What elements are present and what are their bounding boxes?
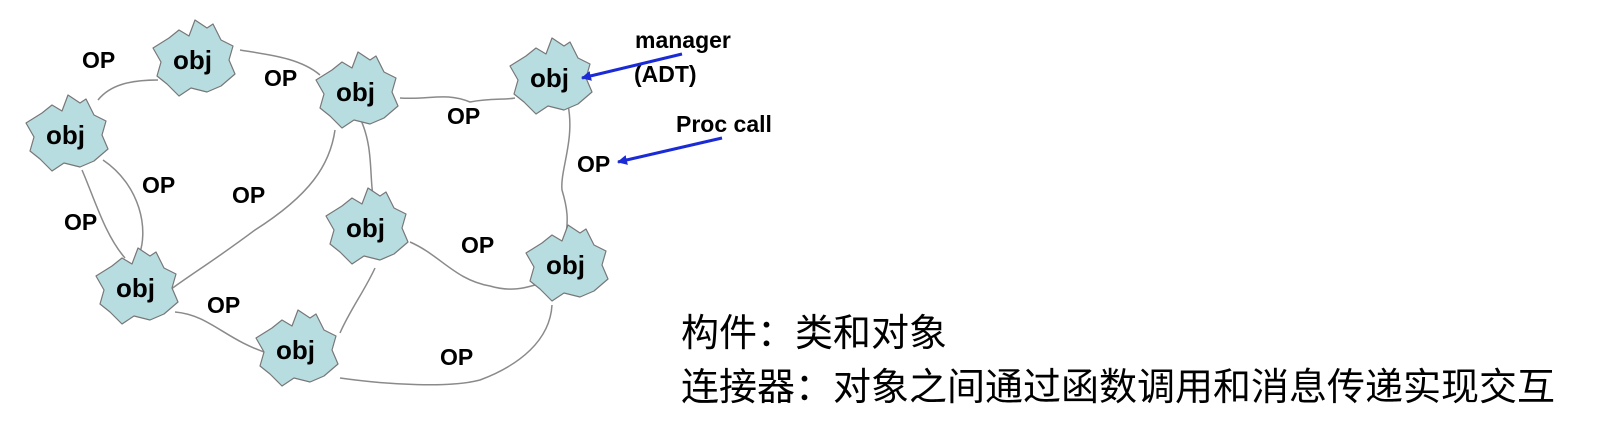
object-label: obj bbox=[46, 120, 85, 150]
connector-line bbox=[174, 311, 271, 355]
object-shape bbox=[255, 309, 339, 387]
object-node: obj bbox=[95, 247, 179, 325]
object-shape bbox=[25, 94, 109, 172]
connector-line bbox=[409, 241, 536, 290]
object-node: obj bbox=[255, 309, 339, 387]
connector-label: OP bbox=[82, 47, 115, 73]
connector-label: OP bbox=[461, 232, 494, 258]
connector-label: OP bbox=[64, 209, 97, 235]
connector-label: OP bbox=[142, 172, 175, 198]
connector-line bbox=[561, 104, 571, 236]
connector-line bbox=[399, 96, 516, 103]
object-node: obj bbox=[509, 37, 593, 115]
op-labels: OP OP OP OP OP OP OP OP OP OP bbox=[64, 47, 610, 370]
connectors bbox=[81, 49, 571, 386]
object-node: obj bbox=[325, 187, 409, 265]
object-label: obj bbox=[546, 250, 585, 280]
object-shape bbox=[325, 187, 409, 265]
proc-call-label: Proc call bbox=[676, 111, 772, 137]
object-shape bbox=[525, 224, 609, 302]
connector-line bbox=[102, 159, 144, 259]
adt-label: (ADT) bbox=[634, 61, 697, 87]
object-label: obj bbox=[336, 77, 375, 107]
caption-components: 构件：类和对象 bbox=[681, 311, 948, 355]
object-node: obj bbox=[315, 51, 399, 129]
manager-label: manager bbox=[635, 27, 731, 53]
connector-label: OP bbox=[264, 65, 297, 91]
object-label: obj bbox=[346, 213, 385, 243]
connector-label: OP bbox=[440, 344, 473, 370]
object-label: obj bbox=[116, 273, 155, 303]
connector-label: OP bbox=[447, 103, 480, 129]
object-shape bbox=[152, 19, 236, 97]
connector-line bbox=[339, 267, 376, 334]
object-shape bbox=[509, 37, 593, 115]
connector-line bbox=[339, 304, 553, 386]
connector-line bbox=[169, 129, 336, 291]
object-label: obj bbox=[173, 45, 212, 75]
manager-arrow bbox=[581, 52, 683, 81]
object-node: obj bbox=[25, 94, 109, 172]
object-shape bbox=[315, 51, 399, 129]
connector-line bbox=[239, 49, 321, 76]
connector-line bbox=[81, 169, 126, 259]
connector-line bbox=[97, 79, 159, 101]
object-node: obj bbox=[525, 224, 609, 302]
object-label: obj bbox=[276, 335, 315, 365]
proc-call-arrow bbox=[617, 136, 723, 165]
object-shape bbox=[95, 247, 179, 325]
connector-label: OP bbox=[207, 292, 240, 318]
connector-label: OP bbox=[232, 182, 265, 208]
connector-label: OP bbox=[577, 151, 610, 177]
annotations: manager (ADT) Proc call bbox=[581, 27, 772, 165]
objects: obj obj obj obj obj obj obj obj bbox=[25, 19, 609, 387]
object-node: obj bbox=[152, 19, 236, 97]
caption-connectors: 连接器：对象之间通过函数调用和消息传递实现交互 bbox=[681, 365, 1556, 409]
object-label: obj bbox=[530, 63, 569, 93]
